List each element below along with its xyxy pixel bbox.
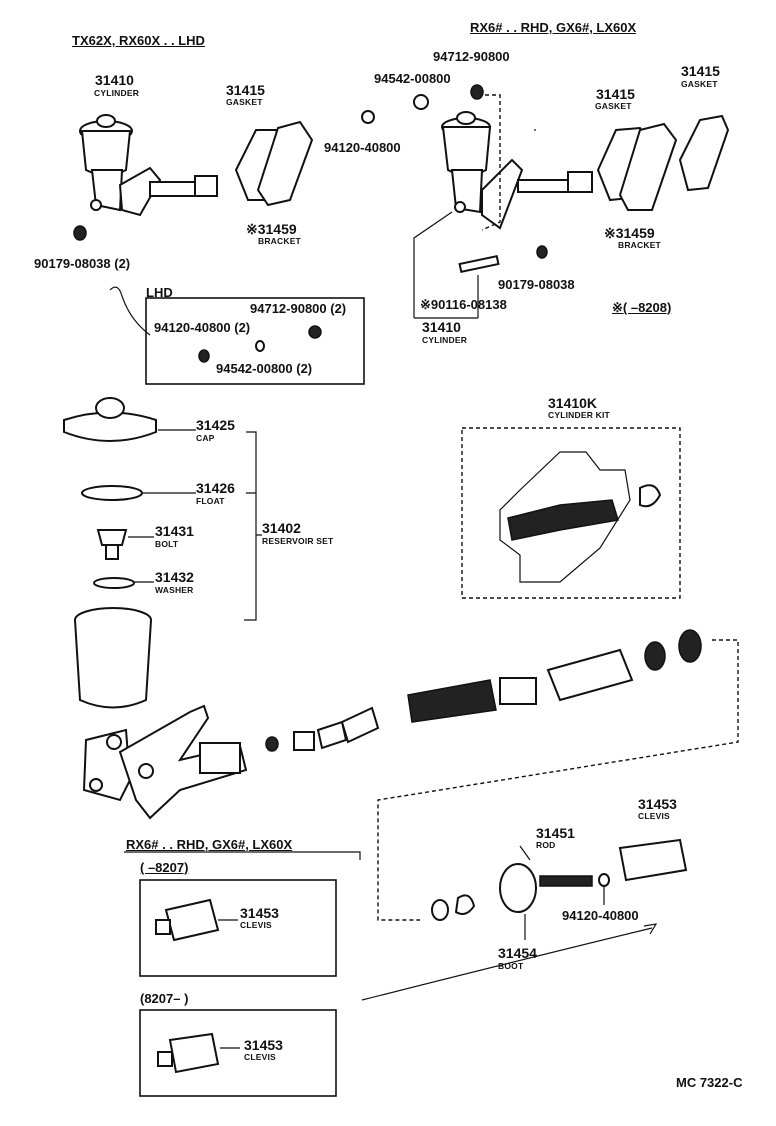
nut-l-shape [73, 225, 87, 241]
stud-rhd-number: ※90116-08138 [420, 297, 507, 312]
cylinder-lhd-number: 31410 [95, 72, 134, 88]
reservoir-set-number: 31402 [262, 520, 301, 536]
part-94120-number: 94120-40800 [324, 140, 401, 155]
washer-number: 31432 [155, 569, 194, 585]
bracket-lhd-name: BRACKET [258, 236, 301, 246]
washer-94542-shape [413, 94, 429, 110]
nut-r-shape [536, 245, 548, 259]
cylinder-lhd-name: CYLINDER [94, 88, 140, 98]
reservoir-drawing [63, 397, 157, 709]
float-name: FLOAT [196, 496, 225, 506]
clevis-b-number: 31453 [244, 1037, 283, 1053]
boot-shape [499, 863, 537, 913]
main-cylinder-drawing [82, 704, 248, 820]
lhd-box [145, 297, 365, 385]
diagram-code: MC 7322-C [676, 1075, 743, 1090]
cylinder-rhd-drawing [441, 111, 593, 230]
part-94712-number: 94712-90800 [433, 49, 510, 64]
cylinder-kit-box [461, 427, 681, 599]
gasket-r2-shape [678, 114, 730, 192]
clevis-a-number: 31453 [240, 905, 279, 921]
header-rhd-clevis: RX6# . . RHD, GX6#, LX60X [126, 837, 293, 852]
gasket-rhd-1-number: 31415 [596, 86, 635, 102]
float-number: 31426 [196, 480, 235, 496]
gasket-rhd-1-name: GASKET [595, 101, 632, 111]
clevis-box-a [139, 879, 337, 977]
bracket-l-shape [256, 120, 314, 207]
cylinder-rhd-name: CYLINDER [422, 335, 468, 345]
cylinder-lhd-drawing [79, 114, 218, 217]
rod-nut-number: 94120-40800 [562, 908, 639, 923]
rod-name: ROD [536, 840, 556, 850]
washer-name: WASHER [155, 585, 194, 595]
bracket-rhd-number: ※31459 [604, 225, 655, 241]
lhd-label: LHD [146, 285, 173, 300]
clevis-rod-name: CLEVIS [638, 811, 670, 821]
bracket-r-shape [618, 122, 678, 211]
cylinder-kit-number: 31410K [548, 395, 598, 411]
clevis-r-shape [618, 838, 688, 882]
clevis-b-name: CLEVIS [244, 1052, 276, 1062]
lhd-94120-number: 94120-40800 (2) [154, 320, 251, 335]
stud-shape [458, 254, 500, 274]
lhd-94542-number: 94542-00800 (2) [216, 361, 313, 376]
cylinder-kit-name: CYLINDER KIT [548, 410, 610, 420]
nut-lhd-number: 90179-08038 (2) [34, 256, 131, 271]
cap-name: CAP [196, 433, 215, 443]
range-from-8207: (8207– ) [140, 991, 189, 1006]
gasket-lhd-name: GASKET [226, 97, 263, 107]
part-94542-number: 94542-00800 [374, 71, 451, 86]
rod-number: 31451 [536, 825, 575, 841]
boot-number: 31454 [498, 945, 537, 961]
nut-rhd-number: 90179-08038 [498, 277, 575, 292]
header-lhd-models: TX62X, RX60X . . LHD [72, 33, 205, 48]
bolt-number: 31431 [155, 523, 194, 539]
note-8208: ※( –8208) [612, 300, 672, 315]
cylinder-rhd-number: 31410 [422, 319, 461, 335]
header-rhd-models: RX6# . . RHD, GX6#, LX60X [470, 20, 637, 35]
boot-name: BOOT [498, 961, 524, 971]
bracket-rhd-name: BRACKET [618, 240, 661, 250]
range-to-8207: ( –8207) [140, 860, 189, 875]
clevis-rod-number: 31453 [638, 796, 677, 812]
reservoir-set-name: RESERVOIR SET [262, 536, 334, 546]
gasket-lhd-number: 31415 [226, 82, 265, 98]
nut-94120-shape [361, 110, 375, 124]
clevis-box-b [139, 1009, 337, 1097]
bolt-name: BOLT [155, 539, 179, 549]
clevis-a-name: CLEVIS [240, 920, 272, 930]
cap-nut-shape [470, 84, 484, 100]
bracket-lhd-number: ※31459 [246, 221, 297, 237]
gasket-rhd-2-name: GASKET [681, 79, 718, 89]
lhd-94712-number: 94712-90800 (2) [250, 301, 347, 316]
gasket-rhd-2-number: 31415 [681, 63, 720, 79]
cap-number: 31425 [196, 417, 235, 433]
